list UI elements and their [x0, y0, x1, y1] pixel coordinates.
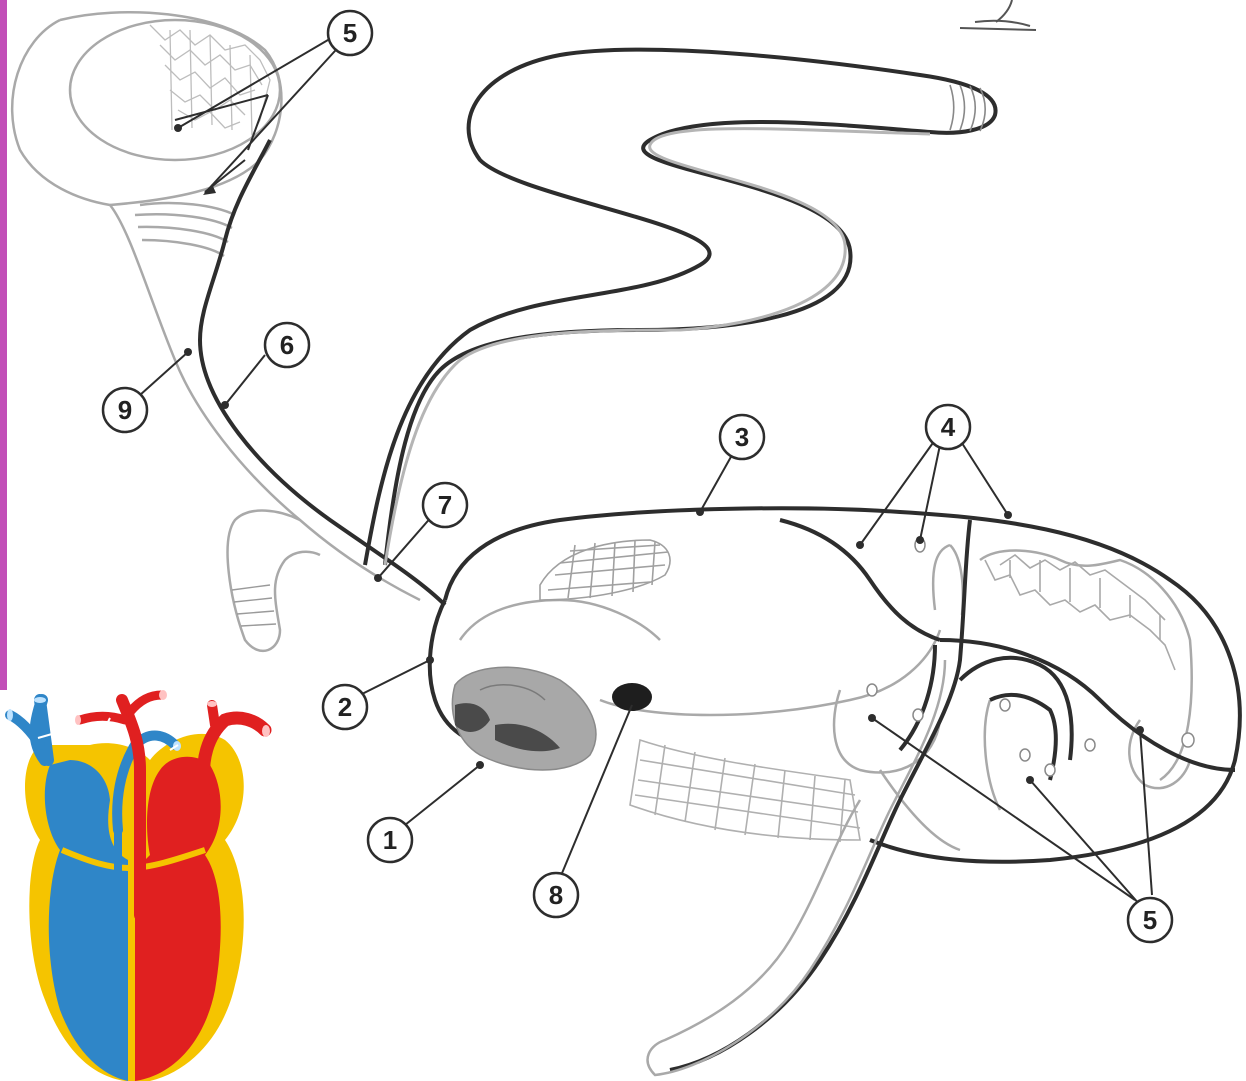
- lower-cell-grid: [630, 740, 860, 842]
- right-cell-band: [985, 555, 1175, 670]
- callout-3: 3: [720, 415, 764, 459]
- callout-7: 7: [423, 483, 467, 527]
- callout-5-top: 5: [328, 11, 372, 55]
- callout-label: 6: [280, 330, 294, 360]
- callout-label: 4: [941, 412, 956, 442]
- label-pointers: [140, 30, 1152, 905]
- callout-4: 4: [926, 405, 970, 449]
- stand-sketch-icon: [960, 0, 1036, 30]
- callout-2: 2: [323, 685, 367, 729]
- bulb-pointers: [175, 95, 268, 192]
- dark-pathways: [670, 520, 1235, 1070]
- callout-label: 8: [549, 880, 563, 910]
- olfactory-tract: [200, 140, 445, 605]
- callout-label: 5: [1143, 905, 1157, 935]
- hook-structure: [228, 511, 320, 651]
- callout-label: 3: [735, 422, 749, 452]
- callout-9: 9: [103, 388, 147, 432]
- olfactory-bulb: [12, 12, 420, 600]
- callout-label: 9: [118, 395, 132, 425]
- descending-tract-light: [648, 660, 945, 1075]
- callout-1: 1: [368, 818, 412, 862]
- callout-label: 1: [383, 825, 397, 855]
- heart-diagram-icon: [7, 690, 270, 1081]
- upper-cell-grid: [540, 540, 670, 600]
- callout-8: 8: [534, 873, 578, 917]
- callout-5-bottom: 5: [1128, 898, 1172, 942]
- callout-label: 2: [338, 692, 352, 722]
- callout-label: 7: [438, 490, 452, 520]
- callout-label: 5: [343, 18, 357, 48]
- callout-6: 6: [265, 323, 309, 367]
- edge-bar: [0, 0, 7, 690]
